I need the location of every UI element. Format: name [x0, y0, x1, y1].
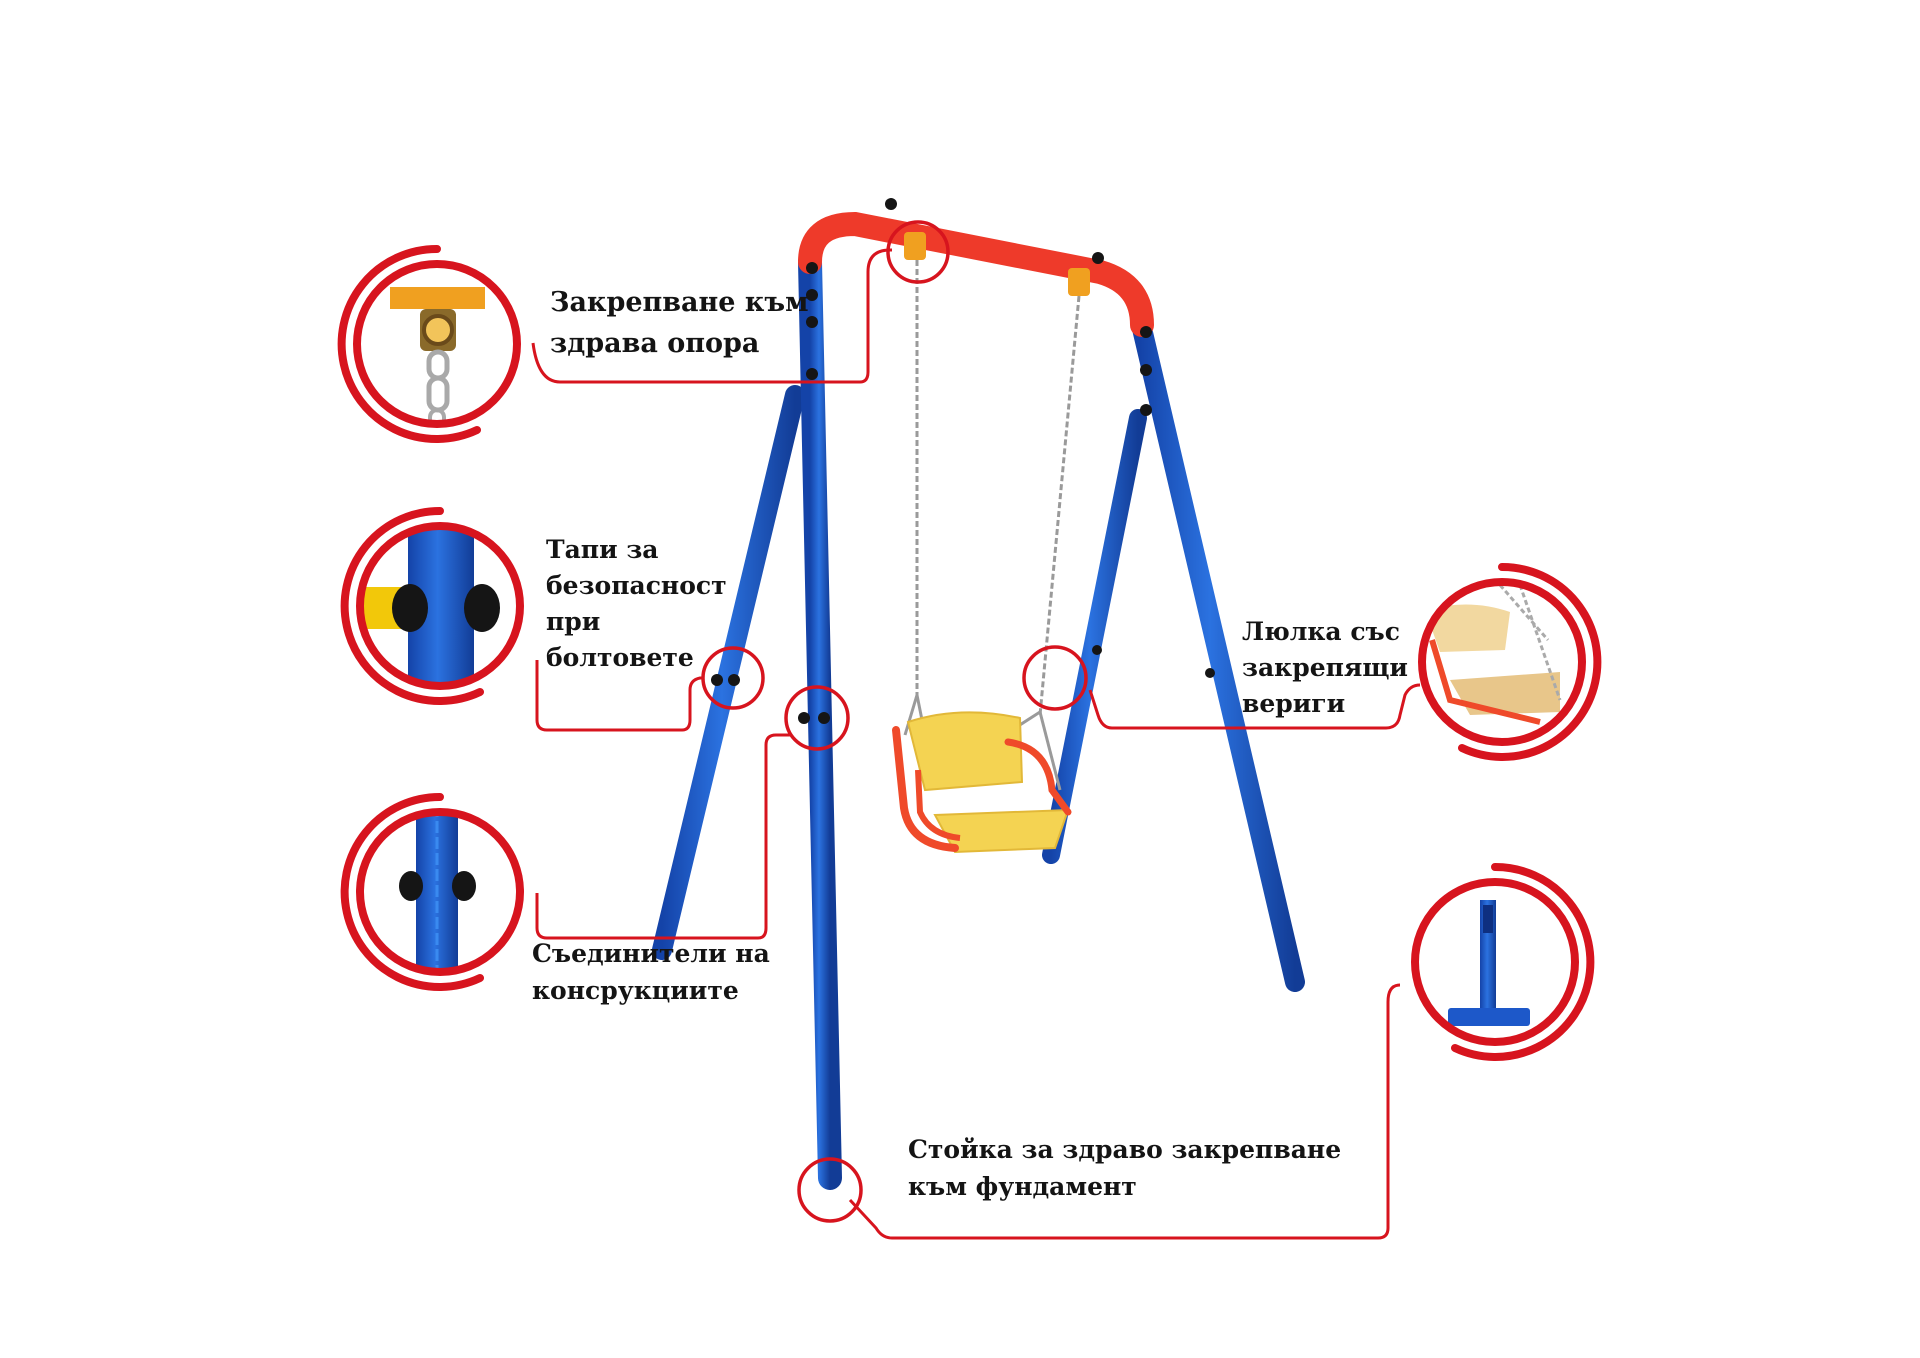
detail-base	[1411, 862, 1595, 1061]
right-bracket	[1068, 268, 1090, 296]
seat-detail-icon	[1425, 584, 1562, 725]
label-safety-caps: Тапи за безопасност при болтовете	[546, 535, 727, 672]
label-connectors: Съединители на консрукциите	[532, 939, 770, 1005]
highlight-base	[797, 1157, 863, 1223]
swing-seat	[892, 711, 1072, 854]
highlight-connector	[784, 685, 850, 751]
safety-cap-icon	[362, 526, 500, 686]
base-stand-icon	[1448, 900, 1530, 1026]
connector-icon	[399, 812, 476, 972]
highlight-circles	[701, 220, 1088, 1223]
callout-lines	[531, 248, 1421, 1240]
detail-connectors	[340, 792, 524, 991]
left-bracket	[904, 232, 926, 260]
label-seat: Люлка със закрепящи вериги	[1242, 617, 1408, 718]
detail-bracket	[337, 244, 521, 443]
frame-bolts	[711, 198, 1215, 724]
highlight-bracket	[886, 220, 950, 284]
right-front-leg	[1130, 310, 1305, 992]
highlight-seat-chain	[1022, 645, 1088, 711]
label-base-stand: Стойка за здраво закрепване към фундамен…	[908, 1135, 1342, 1201]
detail-caps	[340, 506, 524, 705]
swing-frame	[652, 198, 1305, 1190]
label-attachment: Закрепване към здрава опора	[550, 287, 809, 359]
highlight-cap	[701, 646, 765, 710]
right-back-leg	[1042, 409, 1147, 864]
top-bar	[798, 211, 1154, 337]
detail-seat	[1418, 562, 1602, 761]
right-chain	[1038, 295, 1081, 716]
left-back-leg	[652, 385, 805, 960]
